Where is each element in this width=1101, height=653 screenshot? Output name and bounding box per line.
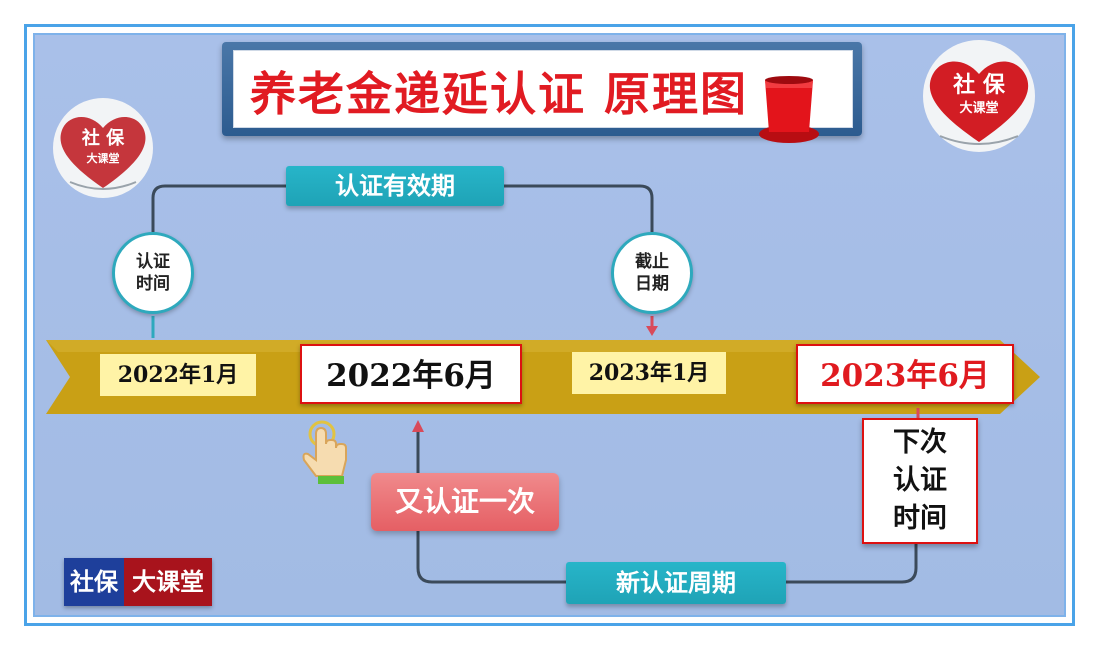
hat-icon [759,76,819,143]
deadline-line2: 日期 [635,274,669,294]
date-2022-01: 2022年1月 [100,354,256,396]
arrow-up-icon [412,420,424,432]
heart-logo-label-bottom: 大课堂 [87,151,120,165]
brand-right-text: 大课堂 [124,558,212,606]
cert-time-line1: 认证 [136,252,170,272]
heart-logo-right: 社 保 大课堂 [923,40,1035,152]
next-box-line3: 时间 [893,503,947,534]
heart-logo-label-top: 社 保 [82,127,125,149]
new-cycle-label: 新认证周期 [566,562,786,604]
arrow-down-icon [646,326,658,336]
date-2023-01: 2023年1月 [572,352,726,394]
cert-time-line2: 时间 [136,274,170,294]
next-cert-time-box: 下次 认证 时间 [862,418,978,544]
brand-left-text: 社保 [64,558,124,606]
page-title: 养老金递延认证 原理图 [250,67,749,121]
date-2023-06: 2023年6月 [796,344,1014,404]
timeline-band [46,340,1040,414]
pointing-hand-icon [302,420,347,484]
valid-period-label: 认证有效期 [286,166,504,206]
heart-logo-label-bottom: 大课堂 [959,100,998,116]
title-panel [233,50,853,128]
deadline-circle: 截止 日期 [611,232,693,314]
next-box-line1: 下次 [893,427,947,458]
outer-frame [24,24,1075,626]
date-2022-06: 2022年6月 [300,344,522,404]
cert-time-circle: 认证 时间 [112,232,194,314]
next-box-line2: 认证 [893,465,947,496]
brand-badge: 社保 大课堂 [64,558,212,606]
re-certify-label: 又认证一次 [371,473,559,531]
deadline-line1: 截止 [635,252,669,272]
heart-logo-left: 社 保 大课堂 [53,98,153,198]
heart-logo-label-top: 社 保 [953,72,1006,98]
